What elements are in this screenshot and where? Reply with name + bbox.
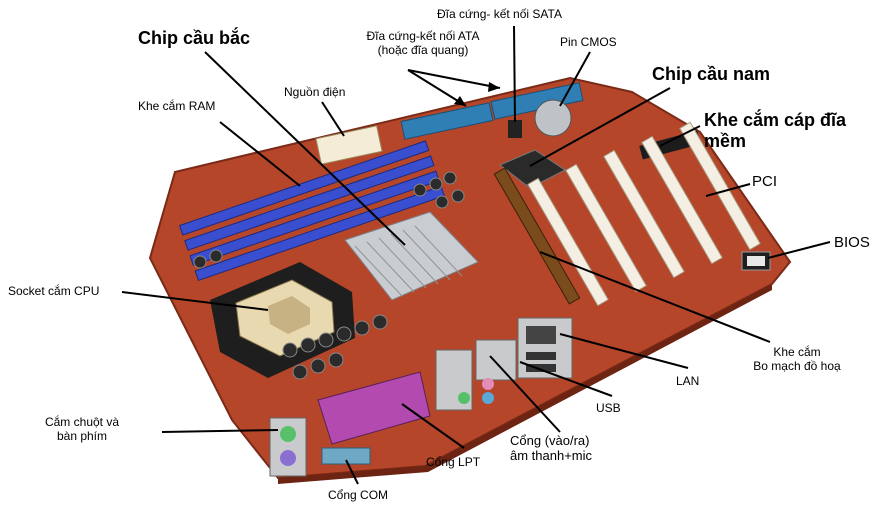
leader-com [345, 459, 359, 485]
leader-nguon-dien [321, 101, 345, 137]
leader-chip-cau-nam [529, 87, 671, 167]
label-khe-cam-do-hoa-line2: Bo mạch đồ hoạ [753, 358, 841, 373]
capacitors [193, 171, 465, 380]
label-cam-chuot-line2: bàn phím [56, 428, 108, 443]
cpu-socket-center [268, 296, 310, 334]
leader-chuot [161, 429, 279, 433]
leader-am-thanh [489, 355, 561, 433]
label-cam-chuot-line1: Cắm chuột và [44, 415, 120, 429]
label-cong-lpt: Cổng LPT [426, 455, 481, 469]
atx-power-connector [315, 125, 383, 165]
audio-jack-pink [482, 378, 494, 390]
agp-slot [493, 167, 581, 305]
leader-socket-cpu [121, 291, 269, 311]
ram-slots [178, 140, 445, 282]
label-dia-cung-ata-line2: (hoặc đĩa quang) [377, 42, 469, 57]
label-cong-am-thanh-line1: Cổng (vào/ra) [510, 433, 590, 448]
leader-pin-cmos [559, 51, 591, 107]
lan-port [526, 326, 556, 344]
usb-port-2 [526, 364, 556, 372]
label-pci: PCI [752, 173, 778, 190]
leader-lan [559, 333, 689, 369]
usb-port-1 [526, 352, 556, 360]
label-bios: BIOS [834, 234, 870, 251]
ps2-keyboard-port [280, 450, 296, 466]
usb-front-block [475, 339, 517, 381]
leader-sata [513, 25, 516, 123]
leader-khe-cam-do-hoa [539, 251, 771, 343]
sata-connector [508, 120, 522, 138]
leader-chip-cau-bac [204, 51, 406, 246]
leader-usb [519, 361, 613, 397]
label-cong-am-thanh: Cổng (vào/ra) âm thanh+mic [510, 433, 593, 464]
ps2-port-block [269, 417, 307, 477]
leader-ata-2 [407, 69, 501, 89]
label-dia-cung-ata: Đĩa cứng-kết nối ATA (hoặc đĩa quang) [338, 29, 508, 58]
ide-connector-1 [400, 102, 494, 140]
label-khe-cam-cap-line2: mềm [704, 130, 747, 151]
cmos-battery [534, 99, 572, 137]
label-nguon-dien: Nguồn điện [284, 85, 346, 99]
pci-slots [527, 121, 761, 307]
bios-label-sticker [747, 256, 765, 266]
audio-jack-blue [482, 392, 494, 404]
leader-ata-1 [407, 69, 467, 107]
audio-jack-green [458, 392, 470, 404]
label-khe-cam-ram: Khe cắm RAM [138, 99, 216, 113]
label-khe-cam-cap-line1: Khe cắm cáp đĩa [704, 110, 847, 130]
label-cong-am-thanh-line2: âm thanh+mic [510, 447, 593, 463]
label-dia-cung-sata: Đĩa cứng- kết nối SATA [437, 7, 562, 21]
label-chip-cau-nam: Chip cầu nam [652, 64, 771, 84]
label-socket-cpu: Socket cắm CPU [8, 284, 100, 298]
label-pin-cmos: Pin CMOS [560, 35, 617, 49]
label-chip-cau-bac: Chip cầu bắc [138, 28, 251, 48]
com-port [321, 447, 371, 465]
northbridge-heatsink [344, 211, 479, 301]
leader-floppy [659, 125, 701, 147]
leader-khe-cam-ram [219, 121, 301, 187]
label-khe-cam-do-hoa-line1: Khe cắm [773, 345, 821, 359]
lpt-port [317, 371, 431, 445]
label-cong-com: Cổng COM [328, 488, 389, 502]
label-lan: LAN [676, 374, 700, 388]
label-dia-cung-ata-line1: Đĩa cứng-kết nối ATA [366, 29, 480, 43]
leader-lpt [401, 403, 465, 449]
label-khe-cam-cap-dia-mem: Khe cắm cáp đĩa mềm [704, 110, 846, 151]
arrowheads [454, 82, 500, 106]
leader-pci [705, 183, 751, 197]
southbridge-chip [499, 149, 566, 189]
leader-lines [121, 25, 831, 485]
label-usb: USB [596, 401, 621, 415]
ps2-mouse-port [280, 426, 296, 442]
leader-bios [767, 241, 831, 259]
label-khe-cam-do-hoa: Khe cắm Bo mạch đồ hoạ [722, 345, 872, 374]
label-cam-chuot-ban-phim: Cắm chuột và bàn phím [12, 415, 152, 444]
